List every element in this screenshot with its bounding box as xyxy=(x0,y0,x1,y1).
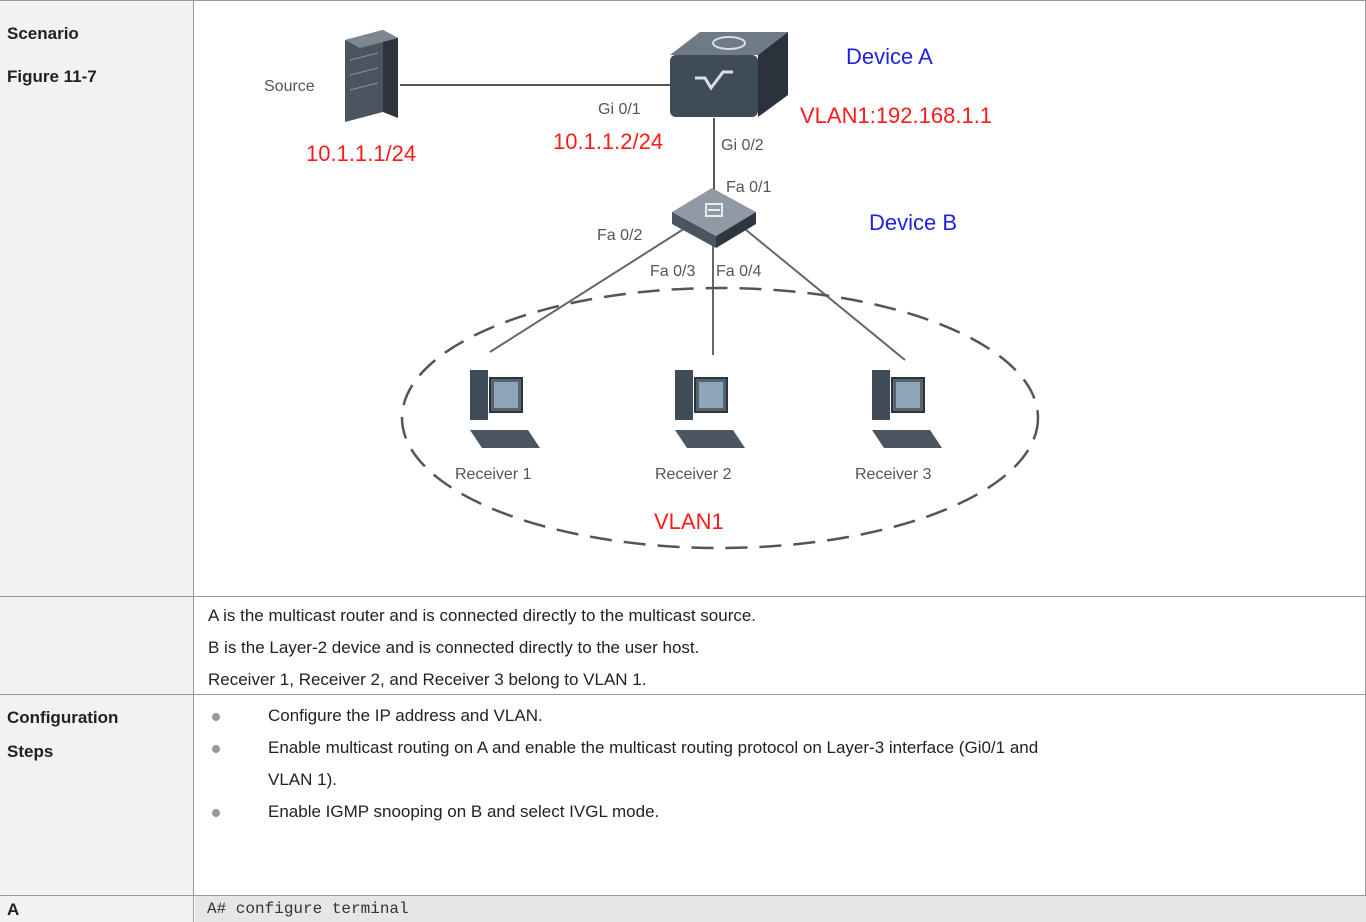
fa03-label: Fa 0/3 xyxy=(650,263,695,280)
network-diagram: Source 10.1.1.1/24 Device A VLAN1:192.16… xyxy=(264,30,1040,550)
config-step-continuation: VLAN 1). xyxy=(268,770,337,789)
fa04-label: Fa 0/4 xyxy=(716,263,761,280)
row-divider xyxy=(0,895,1366,896)
receiver-3-pc-icon xyxy=(872,370,942,448)
link-device-b-receiver3 xyxy=(739,224,906,361)
figure-label: Figure 11-7 xyxy=(7,67,97,86)
device-a-router-icon xyxy=(670,32,788,117)
source-ip-label: 10.1.1.1/24 xyxy=(306,141,416,166)
description-label-cell xyxy=(0,597,193,694)
code-line: A# configure terminal xyxy=(207,900,409,918)
code-block: A# configure terminal xyxy=(195,896,1366,922)
bullet-icon xyxy=(212,745,220,753)
link-device-b-receiver1 xyxy=(489,224,691,353)
device-b-label: Device B xyxy=(869,210,957,235)
config-step: Enable multicast routing on A and enable… xyxy=(268,738,1039,757)
receiver-3-label: Receiver 3 xyxy=(855,466,932,483)
device-a-ip-label: 10.1.1.2/24 xyxy=(553,129,663,154)
receiver-1-pc-icon xyxy=(470,370,540,448)
vlan-ellipse xyxy=(400,286,1040,550)
device-a-vlan-label: VLAN1:192.168.1.1 xyxy=(800,103,992,128)
device-a-row-label: A xyxy=(7,900,20,919)
config-step: Enable IGMP snooping on B and select IVG… xyxy=(268,802,660,821)
receiver-2-label: Receiver 2 xyxy=(655,466,732,483)
a-label-cell xyxy=(0,896,193,922)
table-border-top xyxy=(0,0,1366,1)
device-b-switch-icon xyxy=(672,188,756,248)
config-label-cell xyxy=(0,695,193,895)
config-step: Configure the IP address and VLAN. xyxy=(268,706,543,725)
config-label: Configuration xyxy=(7,708,119,727)
row-divider xyxy=(0,694,1366,695)
fa01-label: Fa 0/1 xyxy=(726,179,771,196)
vlan-label: VLAN1 xyxy=(654,509,724,534)
description-line: Receiver 1, Receiver 2, and Receiver 3 b… xyxy=(208,670,647,689)
description-line: B is the Layer-2 device and is connected… xyxy=(208,638,700,657)
gi01-label: Gi 0/1 xyxy=(598,101,641,118)
source-label: Source xyxy=(264,78,315,95)
bullet-icon xyxy=(212,809,220,817)
description-line: A is the multicast router and is connect… xyxy=(208,606,757,625)
receiver-2-pc-icon xyxy=(675,370,745,448)
receiver-1-label: Receiver 1 xyxy=(455,466,532,483)
fa02-label: Fa 0/2 xyxy=(597,227,642,244)
scenario-label: Scenario xyxy=(7,24,79,43)
steps-label: Steps xyxy=(7,742,54,761)
device-a-label: Device A xyxy=(846,44,933,69)
bullet-icon xyxy=(212,713,220,721)
scenario-label-cell xyxy=(0,0,193,596)
row-divider xyxy=(0,596,1366,597)
column-divider xyxy=(193,0,194,922)
source-server-icon xyxy=(345,30,398,122)
gi02-label: Gi 0/2 xyxy=(721,137,764,154)
